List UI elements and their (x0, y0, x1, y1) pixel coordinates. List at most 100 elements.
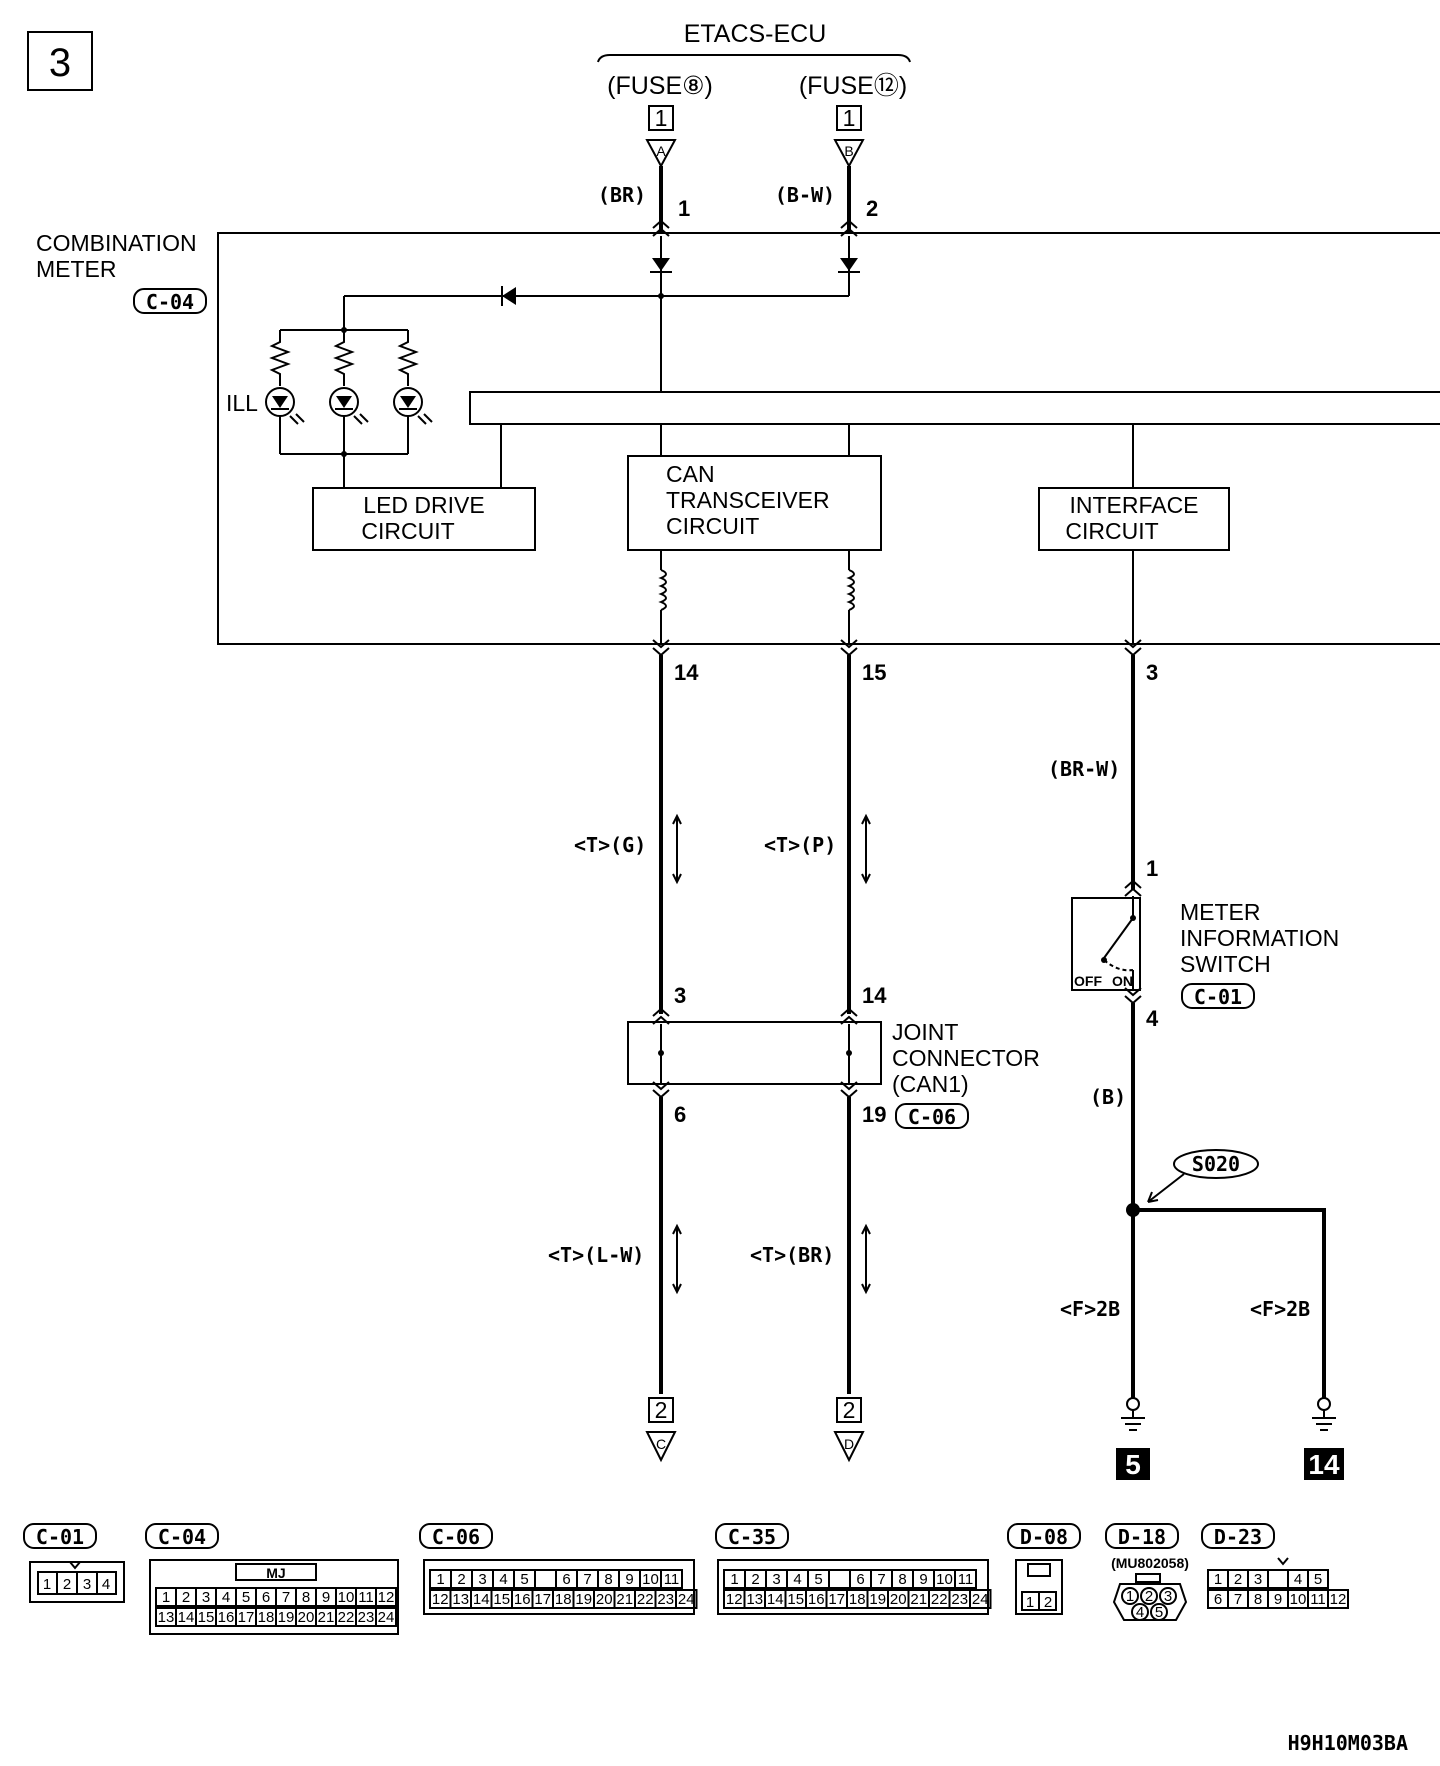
twist-arrow-2 (861, 813, 871, 885)
d23-cell-label: 8 (1254, 1591, 1262, 1608)
led-drive-circuit (312, 487, 536, 551)
svg-text:1: 1 (43, 1576, 51, 1593)
joint-connector-badge (895, 1103, 969, 1129)
c35-badge (715, 1523, 789, 1549)
c04-cell-label: 22 (338, 1609, 355, 1626)
d23-cell-label: 5 (1314, 1571, 1322, 1588)
conn-a-num: 1 (655, 105, 668, 131)
pin-in1: 1 (678, 196, 690, 221)
switch-on: ON (1112, 973, 1133, 989)
diode-1 (652, 258, 670, 271)
c35-cell-label: 16 (808, 1591, 825, 1608)
c04-cell-label: 13 (158, 1609, 175, 1626)
c06-cell-label: 8 (604, 1571, 612, 1588)
internal-bus (469, 391, 1440, 425)
ground-ref-5-box (1116, 1448, 1150, 1480)
terminal-1-chevron (652, 219, 670, 237)
c06-cell-label: 18 (555, 1591, 572, 1608)
d23-cell-label: 9 (1274, 1591, 1282, 1608)
splice-label: S020 (1192, 1152, 1240, 1176)
c35-cell-label: 15 (787, 1591, 804, 1608)
c06-cell-label: 1 (436, 1571, 444, 1588)
c04-badge (145, 1523, 219, 1549)
footer-code: H9H10M03BA (1288, 1731, 1408, 1755)
c04-label: C-04 (158, 1525, 206, 1549)
can-transceiver-circuit (627, 455, 882, 551)
svg-text:4: 4 (102, 1576, 110, 1593)
c35-cell-label: 11 (958, 1571, 974, 1588)
c06-cell-label: 10 (642, 1571, 659, 1588)
c04-cell-label: 18 (258, 1609, 275, 1626)
joint-pin-3: 3 (674, 983, 686, 1008)
led-drive-label-1: LED DRIVE (363, 492, 484, 518)
c35-cell-label: 10 (936, 1571, 953, 1588)
d23-cell-label: 7 (1234, 1591, 1242, 1608)
wire-in1-color: (BR) (598, 183, 646, 207)
c35-cell (969, 1589, 992, 1609)
svg-text:2: 2 (1145, 1588, 1153, 1605)
c04-cell-label: 2 (182, 1589, 190, 1606)
c04-cell-label: 16 (218, 1609, 235, 1626)
c35-cell-label: 4 (793, 1571, 801, 1588)
page-number: 3 (49, 41, 71, 85)
c04-cell-label: 4 (222, 1589, 230, 1606)
conn-b-triangle (833, 139, 865, 169)
switch-name-2: INFORMATION (1180, 925, 1339, 951)
c35-label: C-35 (728, 1525, 776, 1549)
sw-wire-color: (BR-W) (1048, 757, 1120, 781)
conn-d-triangle (833, 1431, 865, 1463)
c04-cell-label: 24 (378, 1609, 395, 1626)
d18-badge (1105, 1523, 1179, 1549)
illumination-led-group (265, 296, 433, 488)
c35-cell-label: 13 (746, 1591, 763, 1608)
c06-cell-label: 16 (514, 1591, 531, 1608)
c06-cell-label: 15 (493, 1591, 510, 1608)
c04-cell-label: 12 (378, 1589, 395, 1606)
gnd-left-label: <F>2B (1060, 1297, 1120, 1321)
c04-cell-label: 19 (278, 1609, 295, 1626)
c35-cell-label: 14 (767, 1591, 784, 1608)
d08-label: D-08 (1020, 1525, 1068, 1549)
c06-label: C-06 (432, 1525, 480, 1549)
c06-cell-label: 19 (575, 1591, 592, 1608)
c35-cell-label: 22 (931, 1591, 948, 1608)
d23-cell-label: 2 (1234, 1571, 1242, 1588)
c06-cell-label: 22 (637, 1591, 654, 1608)
c04-tag: MJ (266, 1565, 285, 1581)
d18-label: D-18 (1118, 1525, 1166, 1549)
switch-pin-4: 4 (1146, 1006, 1159, 1031)
c04-cell-label: 7 (282, 1589, 290, 1606)
c35-cell-label: 8 (898, 1571, 906, 1588)
ground-ref-14-box (1304, 1448, 1344, 1480)
c04-cell-label: 10 (338, 1589, 355, 1606)
c06-cell-label: 23 (657, 1591, 674, 1608)
c04-connector (149, 1559, 399, 1635)
choke-coils (658, 550, 855, 644)
svg-text:1: 1 (1126, 1588, 1134, 1605)
pin-in2: 2 (866, 196, 878, 221)
conn-b-num-box (836, 105, 862, 131)
joint-name-2: CONNECTOR (892, 1045, 1040, 1071)
c01-cells: 1 2 3 4 (37, 1571, 117, 1595)
svg-text:5: 5 (1155, 1604, 1163, 1621)
c04-cell-label: 21 (318, 1609, 335, 1626)
conn-a-num-box (648, 105, 674, 131)
c35-cell-label: 1 (730, 1571, 738, 1588)
c35-cell-label: 12 (726, 1591, 743, 1608)
c35-cell-label: 3 (772, 1571, 780, 1588)
conn-d-num-box (836, 1397, 862, 1423)
joint-name-1: JOINT (892, 1019, 958, 1045)
d23-badge (1201, 1523, 1275, 1549)
c35-cell-label: 24 (972, 1591, 989, 1608)
c04-cell-label: 14 (178, 1609, 195, 1626)
conn-c-triangle (645, 1431, 677, 1463)
c04-cell-label: 15 (198, 1609, 215, 1626)
conn-d-letter: D (844, 1436, 854, 1452)
meter-pin-14: 14 (674, 660, 699, 685)
ground-ref-14: 14 (1308, 1449, 1340, 1480)
conn-a-triangle (645, 139, 677, 169)
switch-name-1: METER (1180, 899, 1261, 925)
